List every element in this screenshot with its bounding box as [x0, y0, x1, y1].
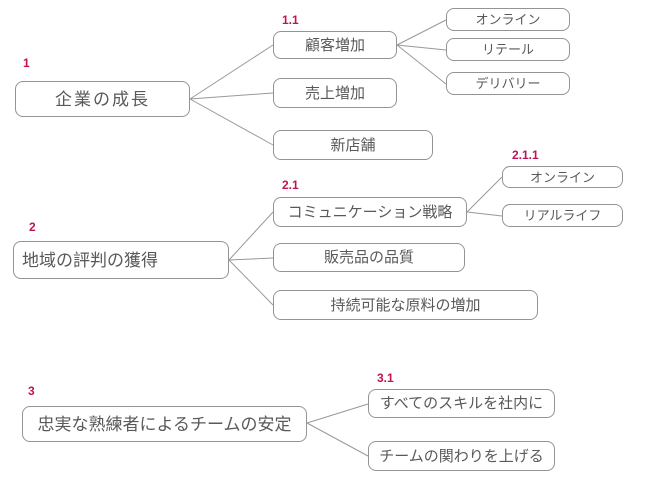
connector-line — [306, 403, 369, 424]
node-customer-increase[interactable]: 顧客増加 — [273, 31, 397, 59]
connector-line — [189, 92, 274, 100]
connector-line — [228, 211, 274, 261]
node-product-quality[interactable]: 販売品の品質 — [273, 243, 465, 272]
connector-line — [189, 98, 274, 146]
node-team-stability[interactable]: 忠実な熟練者によるチームの安定 — [22, 406, 307, 442]
node-company-growth[interactable]: 企業の成長 — [15, 81, 190, 117]
node-delivery[interactable]: デリバリー — [446, 72, 570, 95]
node-team-engagement[interactable]: チームの関わりを上げる — [368, 441, 555, 471]
connector-line — [228, 257, 274, 261]
node-online-2[interactable]: オンライン — [502, 166, 623, 188]
node-communication-strategy[interactable]: コミュニケーション戦略 — [273, 197, 467, 227]
node-real-life[interactable]: リアルライフ — [502, 204, 623, 227]
node-retail[interactable]: リテール — [446, 38, 570, 61]
connector-line — [228, 259, 274, 306]
node-sales-increase[interactable]: 売上増加 — [273, 78, 397, 108]
node-sustainable-materials[interactable]: 持続可能な原料の増加 — [273, 290, 538, 320]
node-number-label-2-1-1: 2.1.1 — [512, 148, 539, 162]
connector-line — [396, 19, 447, 46]
node-local-reputation[interactable]: 地域の評判の獲得 — [13, 241, 229, 279]
connector-line — [306, 422, 369, 457]
node-new-store[interactable]: 新店舗 — [273, 130, 433, 160]
node-number-label-1-1: 1.1 — [282, 13, 299, 27]
connector-line — [189, 44, 274, 100]
node-number-label-3-1: 3.1 — [377, 371, 394, 385]
connector-line — [466, 176, 503, 213]
node-number-label-2: 2 — [29, 220, 36, 234]
node-skills-in-house[interactable]: すべてのスキルを社内に — [368, 389, 555, 418]
connector-line — [466, 211, 503, 217]
connector-line — [396, 44, 447, 51]
node-number-label-2-1: 2.1 — [282, 178, 299, 192]
connector-line — [396, 44, 447, 85]
node-number-label-3: 3 — [28, 384, 35, 398]
node-number-label-1: 1 — [23, 56, 30, 70]
node-online-1[interactable]: オンライン — [446, 8, 570, 31]
